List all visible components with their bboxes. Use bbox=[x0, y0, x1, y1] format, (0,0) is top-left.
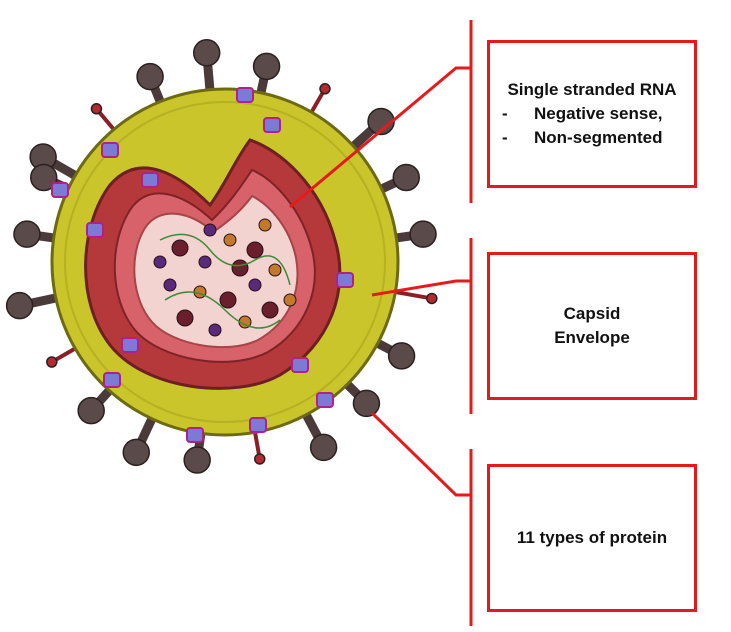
surface-protein-patch bbox=[236, 87, 254, 103]
rna-label-box: Single stranded RNA - Negative sense, - … bbox=[487, 40, 697, 188]
rna-strand bbox=[159, 233, 291, 329]
surface-protein-patch bbox=[336, 272, 354, 288]
surface-protein-patch bbox=[86, 222, 104, 238]
spike-knob bbox=[253, 453, 266, 465]
list-bullet: - bbox=[502, 104, 508, 123]
nucleoprotein-particle bbox=[268, 263, 282, 277]
nucleoprotein-particle bbox=[176, 309, 194, 327]
surface-protein-patch bbox=[101, 142, 119, 158]
spike-knob bbox=[426, 292, 438, 305]
nucleoprotein-particle bbox=[248, 278, 262, 292]
nucleoprotein-particle bbox=[163, 278, 177, 292]
rna-item-non-segmented: - Non-segmented bbox=[502, 126, 682, 150]
spike-knob bbox=[183, 446, 211, 474]
protein-label: 11 types of protein bbox=[516, 528, 668, 547]
nucleoprotein-particle bbox=[261, 301, 279, 319]
nucleoprotein-particle bbox=[283, 293, 297, 307]
surface-proteins bbox=[51, 87, 354, 443]
surface-protein-patch bbox=[141, 172, 159, 188]
spike-knob bbox=[409, 220, 437, 248]
surface-protein-patch bbox=[121, 337, 139, 353]
spike-knob bbox=[29, 163, 58, 192]
capsid-label-box: Capsid Envelope bbox=[487, 252, 697, 400]
nucleoprotein-particle bbox=[258, 218, 272, 232]
pointer-line-rna bbox=[289, 66, 471, 209]
rna-item-negative-sense: - Negative sense, bbox=[502, 102, 682, 126]
nucleoprotein-particle bbox=[246, 241, 264, 259]
surface-protein-patch bbox=[186, 427, 204, 443]
pointer-line-protein bbox=[370, 411, 471, 497]
pointer-line-capsid bbox=[371, 279, 471, 297]
surface-protein-patch bbox=[291, 357, 309, 373]
rna-item-text: Negative sense, bbox=[534, 104, 663, 123]
spike-knob bbox=[392, 163, 421, 192]
envelope-label: Envelope bbox=[554, 328, 630, 347]
nucleoprotein-particle bbox=[203, 223, 217, 237]
viral-core bbox=[133, 194, 299, 349]
surface-protein-patch bbox=[51, 182, 69, 198]
spike-knob bbox=[309, 433, 338, 462]
spike-knob bbox=[136, 62, 164, 91]
spike-knob bbox=[319, 83, 331, 95]
spike-knob bbox=[46, 356, 58, 368]
nucleoprotein-particle bbox=[223, 233, 237, 247]
spike-knob bbox=[192, 39, 221, 67]
rna-item-text: Non-segmented bbox=[534, 128, 663, 147]
nucleoprotein-particle bbox=[153, 255, 167, 269]
nucleoprotein-particle bbox=[208, 323, 222, 337]
capsid-label: Capsid bbox=[563, 304, 621, 323]
nucleoprotein-particle bbox=[219, 291, 237, 309]
spike-knob bbox=[5, 291, 34, 320]
spike-knob bbox=[122, 438, 151, 467]
nucleoprotein-particle bbox=[171, 239, 189, 257]
protein-label-box: 11 types of protein bbox=[487, 464, 697, 612]
list-bullet: - bbox=[502, 128, 508, 147]
spike-knob bbox=[90, 103, 103, 115]
spike-knob bbox=[387, 342, 416, 370]
rna-title: Single stranded RNA bbox=[507, 80, 677, 99]
surface-protein-patch bbox=[103, 372, 121, 388]
spike-knob bbox=[352, 389, 381, 418]
nucleoprotein-particle bbox=[198, 255, 212, 269]
surface-protein-patch bbox=[249, 417, 267, 433]
spike-knob bbox=[77, 396, 105, 425]
spike-knob bbox=[13, 220, 41, 248]
nucleoprotein-particles bbox=[153, 218, 297, 337]
surface-protein-patch bbox=[316, 392, 334, 408]
surface-protein-patch bbox=[263, 117, 281, 133]
spike-knob bbox=[252, 52, 281, 81]
